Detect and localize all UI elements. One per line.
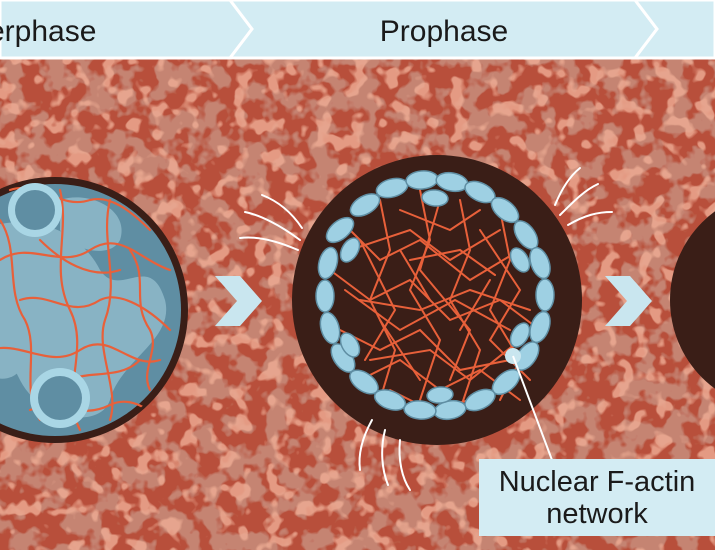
arrow-interphase-to-prophase [215,276,262,326]
prophase-chromosomes [315,170,555,421]
arrow-prophase-to-next [605,276,652,326]
stage-header: erphase Prophase [0,0,715,60]
callout-leader-line [512,355,553,461]
interphase-nucleus [0,177,188,443]
callout-line-2: network [546,497,648,530]
stage-tab-next [631,0,715,60]
actin-callout-label: Nuclear F-actin network [479,459,715,536]
spindle-lines [239,167,613,491]
callout-line-1: Nuclear F-actin [498,465,696,498]
next-stage-nucleus [670,211,715,389]
prophase-actin-network [329,189,541,412]
stage-label-interphase: erphase [0,15,96,48]
prophase-nucleus [292,155,582,445]
stage-label-prophase: Prophase [380,15,508,48]
